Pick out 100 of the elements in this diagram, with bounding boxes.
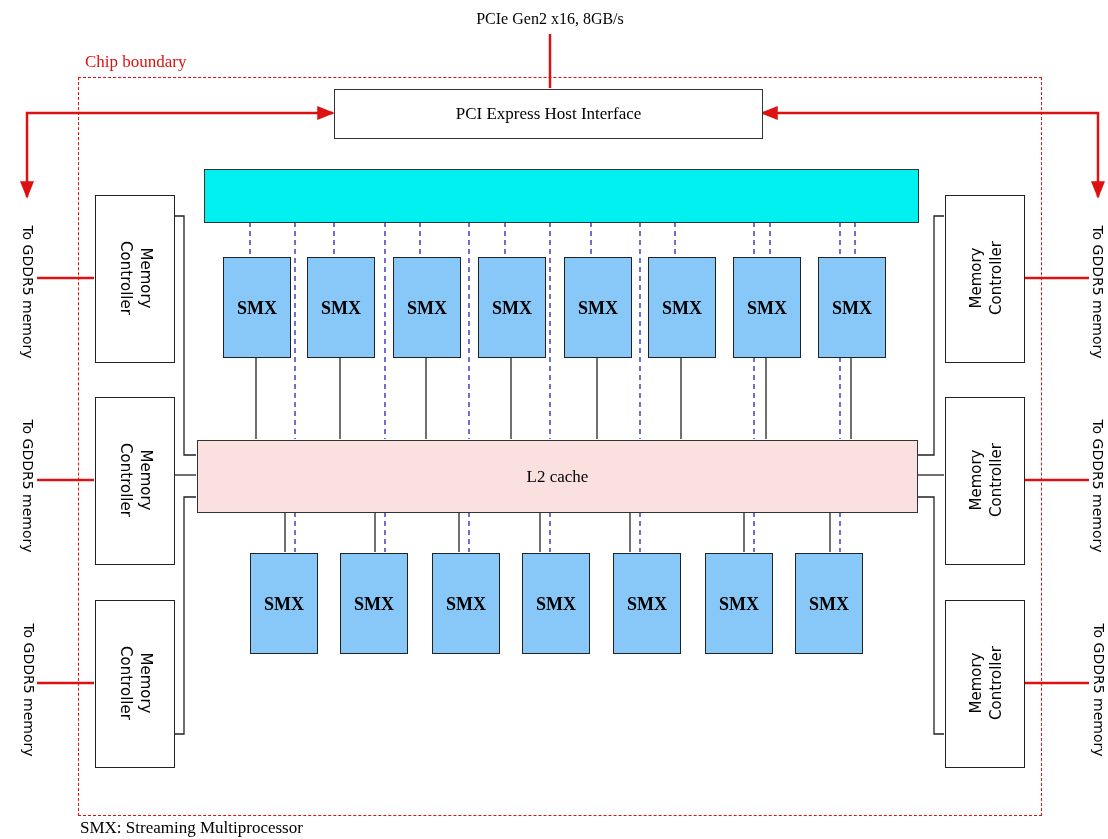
connector-line	[255, 356, 257, 440]
controller-box	[95, 397, 175, 565]
signal-line	[294, 221, 296, 440]
signal-line	[249, 221, 251, 257]
controller-box	[95, 600, 175, 768]
signal-line	[753, 511, 755, 553]
connector-line	[37, 681, 94, 685]
note-text: SMX: Streaming Multiprocessor	[80, 818, 303, 838]
processor-block	[564, 257, 632, 358]
signal-line	[549, 221, 551, 440]
connector-line	[425, 356, 427, 440]
signal-line	[468, 511, 470, 553]
box-label: Memory Controller	[116, 645, 156, 722]
boundary-heading: Chip boundary	[85, 52, 187, 72]
block-label: SMX	[407, 297, 447, 318]
signal-line	[384, 511, 386, 553]
connector-line	[916, 496, 945, 735]
block-label: SMX	[264, 593, 304, 614]
block-label: SMX	[536, 593, 576, 614]
memory-port-label: To GDDR5 memory	[19, 224, 37, 361]
processor-block	[340, 553, 408, 654]
connector-line	[629, 511, 631, 553]
block-label: SMX	[832, 297, 872, 318]
block-label: SMX	[578, 297, 618, 318]
connector-line	[510, 356, 512, 440]
engine-bar	[204, 169, 919, 223]
connector-line	[680, 356, 682, 440]
signal-line	[419, 221, 421, 257]
processor-block	[733, 257, 801, 358]
connector-line	[37, 478, 94, 482]
controller-box	[95, 195, 175, 363]
connector-line	[1024, 276, 1089, 280]
connector-line	[339, 356, 341, 440]
signal-line	[674, 221, 676, 257]
signal-line	[753, 221, 755, 257]
block-label: SMX	[809, 593, 849, 614]
signal-line	[639, 511, 641, 553]
processor-block	[613, 553, 681, 654]
connector-line	[37, 276, 94, 280]
bus-label: PCIe Gen2 x16, 8GB/s	[475, 10, 625, 28]
connector-line	[548, 34, 552, 88]
block-label: SMX	[237, 297, 277, 318]
processor-block	[478, 257, 546, 358]
connector-line	[458, 511, 460, 553]
memory-port-label: To GDDR5 memory	[19, 418, 37, 555]
connector-line	[916, 474, 945, 476]
processor-block	[648, 257, 716, 358]
signal-line	[504, 221, 506, 257]
connector-line	[596, 356, 598, 440]
block-label: SMX	[446, 593, 486, 614]
processor-block	[307, 257, 375, 358]
connector-line	[20, 106, 335, 199]
signal-line	[839, 511, 841, 553]
box-label: Memory Controller	[966, 645, 1006, 722]
signal-line	[753, 356, 755, 440]
memory-port-label: To GDDR5 memory	[1089, 224, 1107, 361]
processor-block	[522, 553, 590, 654]
signal-line	[333, 221, 335, 257]
connector-line	[173, 215, 197, 456]
box-label: Memory Controller	[966, 442, 1006, 519]
memory-port-label: To GDDR5 memory	[1089, 621, 1107, 759]
controller-box	[945, 600, 1025, 768]
signal-line	[590, 221, 592, 257]
block-label: SMX	[492, 297, 532, 318]
processor-block	[393, 257, 461, 358]
connector-line	[1024, 681, 1089, 685]
box-label: L2 cache	[526, 466, 589, 487]
processor-block	[705, 553, 773, 654]
signal-line	[839, 356, 841, 440]
connector-line	[173, 474, 197, 476]
block-label: SMX	[662, 297, 702, 318]
connector-line	[284, 511, 286, 553]
processor-block	[432, 553, 500, 654]
memory-port-label: To GDDR5 memory	[1089, 418, 1107, 555]
signal-line	[549, 511, 551, 553]
box-label: Memory Controller	[966, 240, 1006, 317]
block-label: SMX	[747, 297, 787, 318]
connector-line	[539, 511, 541, 553]
memory-port-label: To GDDR5 memory	[19, 621, 37, 759]
connector-line	[1024, 478, 1089, 482]
block-label: SMX	[354, 593, 394, 614]
connector-line	[765, 356, 767, 440]
interface-box	[334, 89, 763, 139]
connector-line	[173, 496, 197, 735]
cache-bar	[197, 440, 918, 513]
signal-line	[384, 221, 386, 440]
processor-block	[795, 553, 863, 654]
processor-block	[818, 257, 886, 358]
connector-line	[743, 511, 745, 553]
connector-line	[829, 511, 831, 553]
box-label: Memory Controller	[116, 442, 156, 519]
controller-box	[945, 397, 1025, 565]
block-label: SMX	[719, 593, 759, 614]
block-label: SMX	[627, 593, 667, 614]
signal-line	[294, 511, 296, 553]
signal-line	[839, 221, 841, 257]
connector-line	[374, 511, 376, 553]
box-label: Memory Controller	[116, 240, 156, 317]
box-label: PCI Express Host Interface	[455, 104, 642, 124]
signal-line	[854, 221, 856, 257]
